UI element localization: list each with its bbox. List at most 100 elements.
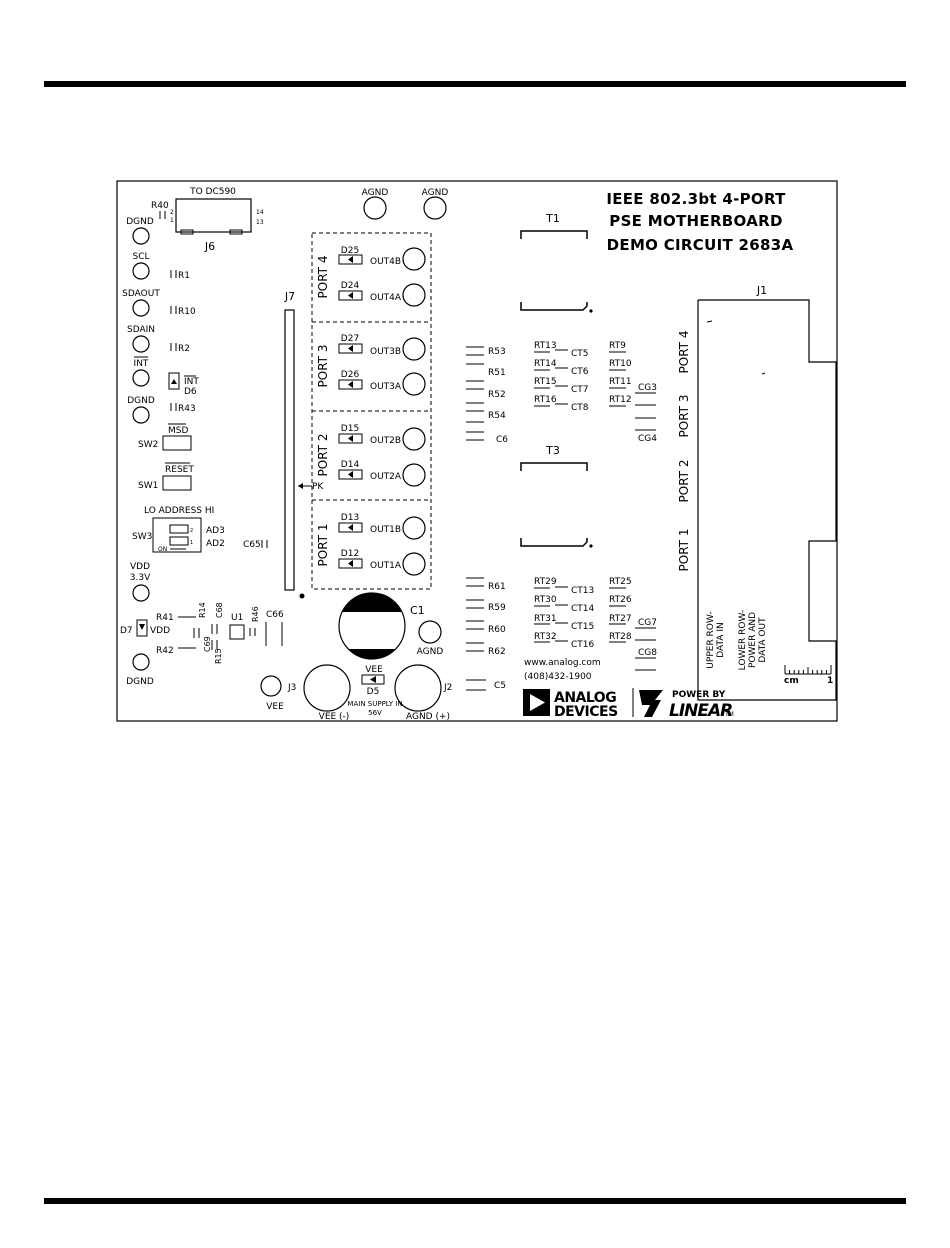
rt10-label: RT10: [609, 359, 632, 369]
pad-sdain[interactable]: [132, 335, 150, 353]
pad-dgnd-2[interactable]: [132, 406, 150, 424]
ct14-label: CT14: [571, 604, 595, 614]
pad-dgnd-3[interactable]: [132, 653, 150, 671]
logo-power-by: POWER BY: [672, 690, 726, 700]
sw3-dip-switch[interactable]: [152, 517, 202, 553]
j3-banana-jack[interactable]: [303, 664, 351, 712]
rt31-label: RT31: [534, 614, 557, 624]
agnd-plus-label: AGND (+): [406, 712, 450, 722]
sw1-button[interactable]: [162, 475, 192, 491]
pad-agnd-c1[interactable]: [418, 620, 442, 644]
d13-label: D13: [341, 513, 359, 523]
j7-label: J7: [284, 290, 295, 303]
r10-label: R10: [178, 307, 196, 317]
rt26-label: RT26: [609, 595, 632, 605]
scale-one: 1: [827, 676, 833, 686]
r41-label: R41: [156, 613, 174, 623]
cg3-label: CG3: [638, 383, 657, 393]
pad-int[interactable]: [132, 369, 150, 387]
sw3-ref: SW3: [132, 532, 152, 542]
vdd-voltage: 3.3V: [130, 573, 151, 583]
r52-label: R52: [488, 390, 506, 400]
rt30-label: RT30: [534, 595, 557, 605]
r61-label: R61: [488, 582, 506, 592]
r46-label: R46: [251, 606, 260, 622]
ad3-label: AD3: [206, 526, 225, 536]
sw2-button[interactable]: [162, 435, 192, 451]
port-4-label: PORT 4: [316, 256, 330, 299]
t3-transformer-bottom: [520, 538, 588, 547]
address-lo-hi: LO ADDRESS HI: [144, 506, 214, 516]
cg8-label: CG8: [638, 648, 657, 658]
pad-out2b[interactable]: [402, 427, 426, 451]
j1-port-2-label: PORT 2: [677, 460, 691, 503]
pad-out3a[interactable]: [402, 372, 426, 396]
j6-pin-14: 14: [256, 209, 264, 216]
j1-port-1-label: PORT 1: [677, 529, 691, 572]
rt27-label: RT27: [609, 614, 632, 624]
pk-label: PK: [312, 482, 324, 492]
j6-pin-1: 1: [170, 217, 174, 224]
d5-ref: D5: [367, 687, 380, 697]
rt14-label: RT14: [534, 359, 557, 369]
d15-label: D15: [341, 424, 359, 434]
d6-diode: [168, 372, 180, 390]
r43-label: R43: [178, 404, 196, 414]
u1-chip: [229, 624, 245, 640]
d5-diode: [361, 674, 385, 685]
pad-agnd-top-1[interactable]: [363, 196, 387, 220]
t3-transformer-top: [520, 462, 588, 471]
ct16-label: CT16: [571, 640, 595, 650]
upper-row-line-2: DATA IN: [716, 622, 726, 657]
cg4-label: CG4: [638, 434, 657, 444]
j6-pin-13: 13: [256, 219, 264, 226]
sw1-label: RESET: [165, 465, 194, 475]
title-line-3: DEMO CIRCUIT 2683A: [607, 236, 794, 254]
agnd-top-label-2: AGND: [422, 188, 449, 198]
ct5-label: CT5: [571, 349, 589, 359]
pad-out1b[interactable]: [402, 516, 426, 540]
pad-out3b[interactable]: [402, 337, 426, 361]
r54-label: R54: [488, 411, 506, 421]
scale-bar: [784, 665, 832, 675]
phone: (408)432-1900: [524, 672, 592, 682]
pad-vee[interactable]: [260, 675, 282, 697]
pad-vdd[interactable]: [132, 584, 150, 602]
lower-row-line-3: DATA OUT: [758, 617, 768, 663]
rt13-label: RT13: [534, 341, 557, 351]
r59-label: R59: [488, 603, 506, 613]
t1-label: T1: [545, 212, 560, 225]
supply-voltage: 56V: [368, 709, 382, 717]
top-rule: [44, 81, 906, 87]
d24-label: D24: [341, 281, 360, 291]
c65-label: C65: [243, 540, 261, 550]
j6-label: TO DC590: [189, 187, 236, 197]
d5-vee-label: VEE: [365, 665, 383, 675]
pad-agnd-top-2[interactable]: [423, 196, 447, 220]
pad-out4a[interactable]: [402, 283, 426, 307]
board-outline: [116, 180, 838, 722]
pad-scl[interactable]: [132, 262, 150, 280]
pad-dgnd-1[interactable]: [132, 227, 150, 245]
out2a-label: OUT2A: [370, 472, 402, 482]
cg7-label: CG7: [638, 618, 657, 628]
sw2-ref: SW2: [138, 440, 158, 450]
ad2-label: AD2: [206, 539, 225, 549]
t1-transformer-bottom: [520, 302, 588, 311]
u1-label: U1: [231, 613, 243, 623]
website: www.analog.com: [524, 658, 601, 668]
pad-out2a[interactable]: [402, 463, 426, 487]
c69-label: C69: [203, 636, 212, 652]
pad-sdaout[interactable]: [132, 299, 150, 317]
d14-label: D14: [341, 460, 360, 470]
pad-out1a[interactable]: [402, 552, 426, 576]
rt15-label: RT15: [534, 377, 557, 387]
d26-label: D26: [341, 370, 360, 380]
pad-label-dgnd-2: DGND: [127, 396, 155, 406]
ct8-label: CT8: [571, 403, 589, 413]
sw3-pin-1: 1: [190, 540, 193, 546]
j2-banana-jack[interactable]: [394, 664, 442, 712]
port-1-label: PORT 1: [316, 524, 330, 567]
pad-out4b[interactable]: [402, 247, 426, 271]
